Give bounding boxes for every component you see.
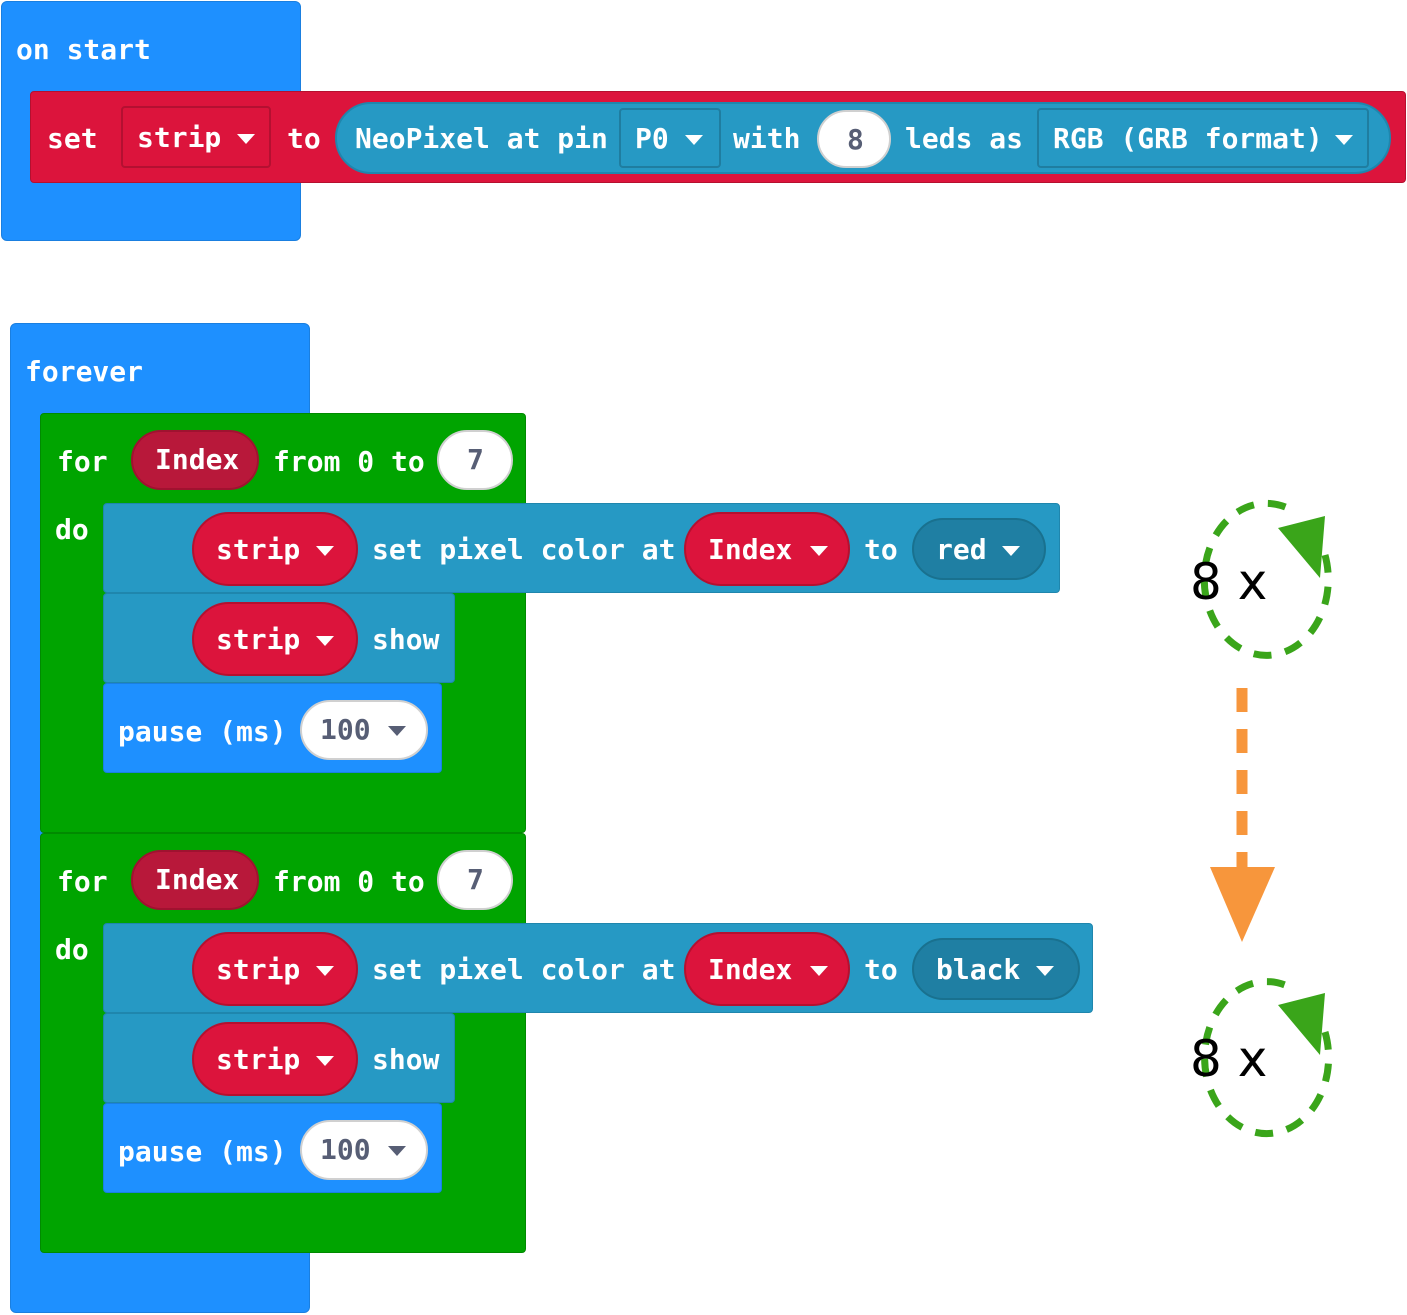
set-pixel-color-block[interactable]: strip set pixel color at Index to red	[103, 503, 1060, 593]
loop-2-repeat-icon	[1201, 978, 1333, 1138]
chevron-down-icon	[810, 966, 828, 976]
chevron-down-icon	[1335, 135, 1353, 145]
pin-value: P0	[635, 122, 669, 155]
pause-value: 100	[320, 713, 371, 746]
loop-variable-index[interactable]: Index	[131, 430, 259, 490]
pause-duration-dropdown[interactable]: 100	[300, 1120, 428, 1180]
chevron-down-icon	[237, 134, 255, 144]
leds-as-label: leds as	[905, 122, 1024, 155]
index-dropdown[interactable]: Index	[684, 932, 850, 1006]
show-block[interactable]: strip show	[103, 1013, 455, 1103]
pause-block[interactable]: pause (ms) 100	[103, 1103, 442, 1193]
loop-end-value: 7	[467, 443, 484, 476]
set-pixel-color-block[interactable]: strip set pixel color at Index to black	[103, 923, 1093, 1013]
strip-dropdown[interactable]: strip	[192, 1022, 358, 1096]
show-label: show	[372, 1043, 440, 1076]
chevron-down-icon	[388, 726, 406, 736]
down-arrow-icon	[1210, 867, 1275, 942]
index-name: Index	[708, 953, 793, 986]
chevron-down-icon	[685, 135, 703, 145]
strip-name: strip	[216, 1043, 301, 1076]
show-block[interactable]: strip show	[103, 593, 455, 683]
led-count-input[interactable]: 8	[817, 110, 891, 168]
do-label: do	[55, 513, 89, 546]
strip-dropdown[interactable]: strip	[192, 512, 358, 586]
strip-dropdown[interactable]: strip	[192, 602, 358, 676]
with-label: with	[733, 122, 801, 155]
color-dropdown[interactable]: red	[912, 518, 1046, 580]
loop-2-arrowhead-icon	[1278, 993, 1325, 1055]
from-to-label: from 0 to	[273, 865, 425, 898]
pause-value: 100	[320, 1133, 371, 1166]
forever-label: forever	[25, 355, 144, 388]
variable-name: strip	[137, 121, 222, 154]
color-name: red	[936, 533, 987, 566]
strip-name: strip	[216, 623, 301, 656]
on-start-label: on start	[16, 33, 151, 66]
strip-dropdown[interactable]: strip	[192, 932, 358, 1006]
loop-end-value: 7	[467, 863, 484, 896]
pin-dropdown[interactable]: P0	[619, 108, 721, 168]
to-label: to	[287, 122, 321, 155]
loop-end-input[interactable]: 7	[437, 850, 513, 910]
loop-2-count-label: 8 x	[1190, 1030, 1268, 1088]
do-label: do	[55, 933, 89, 966]
set-pixel-label: set pixel color at	[372, 953, 676, 986]
loop-variable-name: Index	[155, 863, 240, 896]
index-dropdown[interactable]: Index	[684, 512, 850, 586]
chevron-down-icon	[388, 1146, 406, 1156]
for-label: for	[57, 865, 108, 898]
pause-label: pause (ms)	[118, 715, 287, 748]
chevron-down-icon	[316, 1056, 334, 1066]
chevron-down-icon	[1036, 966, 1054, 976]
to-label: to	[864, 953, 898, 986]
strip-name: strip	[216, 953, 301, 986]
mode-value: RGB (GRB format)	[1053, 122, 1323, 155]
from-to-label: from 0 to	[273, 445, 425, 478]
loop-end-input[interactable]: 7	[437, 430, 513, 490]
mode-dropdown[interactable]: RGB (GRB format)	[1037, 108, 1369, 168]
show-label: show	[372, 623, 440, 656]
chevron-down-icon	[316, 546, 334, 556]
set-pixel-label: set pixel color at	[372, 533, 676, 566]
loop-1-count-label: 8 x	[1190, 553, 1268, 611]
pause-label: pause (ms)	[118, 1135, 287, 1168]
set-label: set	[47, 122, 98, 155]
color-name: black	[936, 953, 1021, 986]
chevron-down-icon	[1002, 546, 1020, 556]
strip-name: strip	[216, 533, 301, 566]
neopixel-label: NeoPixel at pin	[355, 122, 608, 155]
color-dropdown[interactable]: black	[912, 938, 1080, 1000]
chevron-down-icon	[316, 636, 334, 646]
loop-variable-index[interactable]: Index	[131, 850, 259, 910]
variable-dropdown[interactable]: strip	[121, 106, 271, 168]
loop-variable-name: Index	[155, 443, 240, 476]
pause-duration-dropdown[interactable]: 100	[300, 700, 428, 760]
chevron-down-icon	[810, 546, 828, 556]
loop-1-arrowhead-icon	[1278, 516, 1325, 578]
neopixel-create-block[interactable]: NeoPixel at pin P0 with 8 leds as RGB (G…	[335, 102, 1391, 174]
set-variable-block[interactable]: set strip to NeoPixel at pin P0 with 8 l…	[30, 91, 1406, 183]
pause-block[interactable]: pause (ms) 100	[103, 683, 442, 773]
loop-1-repeat-icon	[1200, 499, 1332, 659]
chevron-down-icon	[316, 966, 334, 976]
for-label: for	[57, 445, 108, 478]
to-label: to	[864, 533, 898, 566]
index-name: Index	[708, 533, 793, 566]
led-count-value: 8	[847, 123, 864, 156]
